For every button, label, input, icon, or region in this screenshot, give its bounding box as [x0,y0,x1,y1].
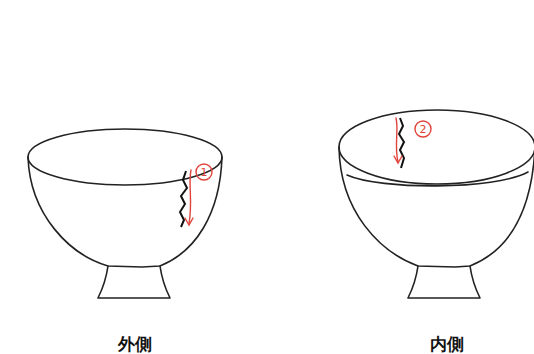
arrow-head [394,156,402,163]
callout-circle [196,164,212,180]
bowl-rim [339,110,534,184]
bowl-body [28,157,222,267]
direction-arrow [396,118,398,162]
bowl-rim [28,129,222,185]
bowl-body [339,147,534,267]
callout-circle [415,121,431,137]
view-label: 内側 [407,336,487,353]
bowl-foot [98,266,170,298]
callout-number: 2 [414,124,432,135]
bowl-foot [408,266,480,298]
view-label: 外側 [95,336,175,353]
direction-arrow [189,170,191,224]
bowl-inner-edge [347,172,528,186]
callout-number: 1 [195,167,213,178]
arrow-head [185,218,193,225]
